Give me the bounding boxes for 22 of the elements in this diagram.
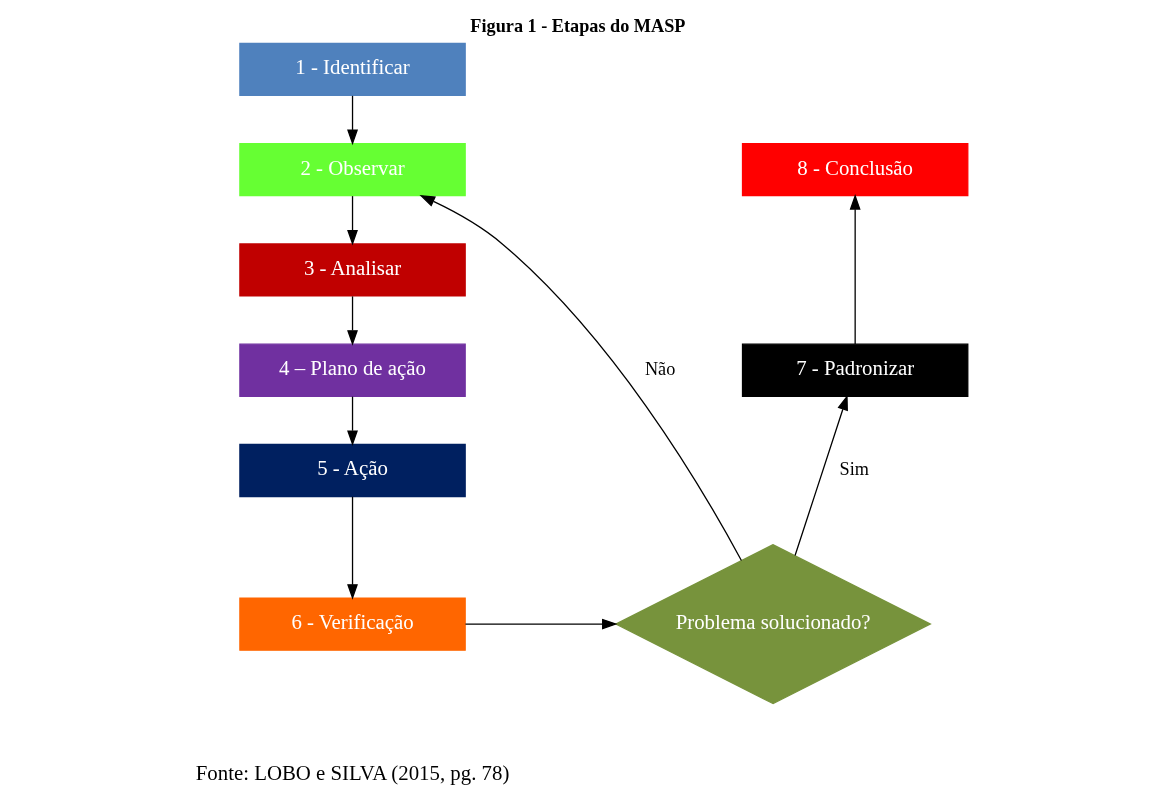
- caption: Fonte: LOBO e SILVA (2015, pg. 78): [195, 761, 509, 786]
- node-diamond: Problema solucionado?: [613, 543, 932, 705]
- node-box: 4 – Plano de ação: [238, 343, 466, 397]
- node-box: 3 - Analisar: [238, 243, 466, 297]
- edge-label: Não: [644, 359, 675, 380]
- node-box: 2 - Observar: [238, 142, 466, 197]
- arrow: [464, 618, 618, 630]
- node-box: 1 - Identificar: [238, 42, 466, 97]
- node-box: 8 - Conclusão: [741, 142, 968, 197]
- arrow: [346, 496, 358, 600]
- node-box: 7 - Padronizar: [741, 343, 968, 397]
- arrow: [793, 394, 848, 557]
- diagram-title: Figura 1 - Etapas do MASP: [469, 15, 685, 36]
- arrow: [419, 195, 742, 562]
- edge-label: Sim: [838, 459, 869, 480]
- node-box: 6 - Verificação: [238, 597, 466, 651]
- arrow: [346, 95, 358, 146]
- arrow: [346, 195, 358, 246]
- arrow: [849, 194, 861, 345]
- arrow: [346, 396, 358, 447]
- arrow: [346, 295, 358, 346]
- node-box: 5 - Ação: [238, 443, 466, 498]
